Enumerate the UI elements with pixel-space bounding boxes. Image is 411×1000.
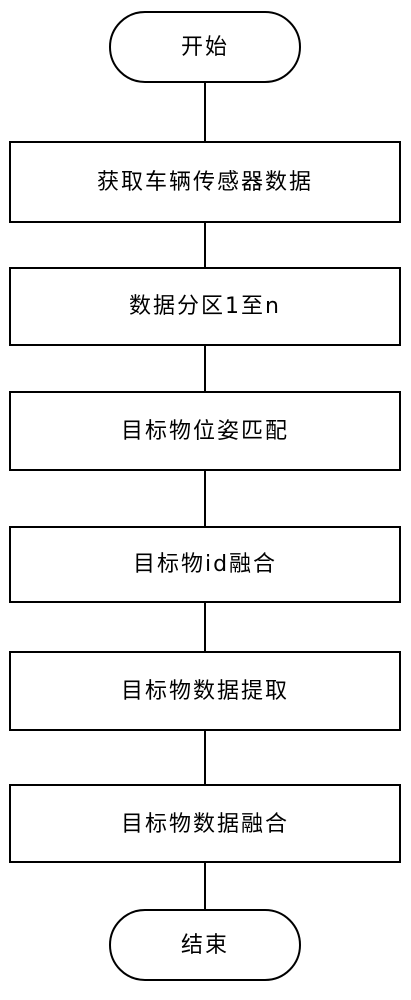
step-acquire-sensor-data-label: 获取车辆传感器数据 (97, 170, 313, 195)
start-node: 开始 (109, 11, 301, 83)
end-label: 结束 (181, 933, 229, 958)
step-id-fusion-label: 目标物id融合 (133, 552, 277, 577)
step-pose-matching-label: 目标物位姿匹配 (121, 419, 289, 444)
step-id-fusion: 目标物id融合 (9, 526, 401, 603)
start-label: 开始 (181, 35, 229, 60)
step-pose-matching: 目标物位姿匹配 (9, 391, 401, 471)
step-data-fusion: 目标物数据融合 (9, 784, 401, 863)
step-data-extraction: 目标物数据提取 (9, 651, 401, 731)
step-data-partition: 数据分区1至n (9, 267, 401, 346)
step-data-fusion-label: 目标物数据融合 (121, 812, 289, 837)
step-data-partition-label: 数据分区1至n (129, 294, 281, 319)
end-node: 结束 (109, 909, 301, 981)
step-data-extraction-label: 目标物数据提取 (121, 679, 289, 704)
step-acquire-sensor-data: 获取车辆传感器数据 (9, 141, 401, 223)
